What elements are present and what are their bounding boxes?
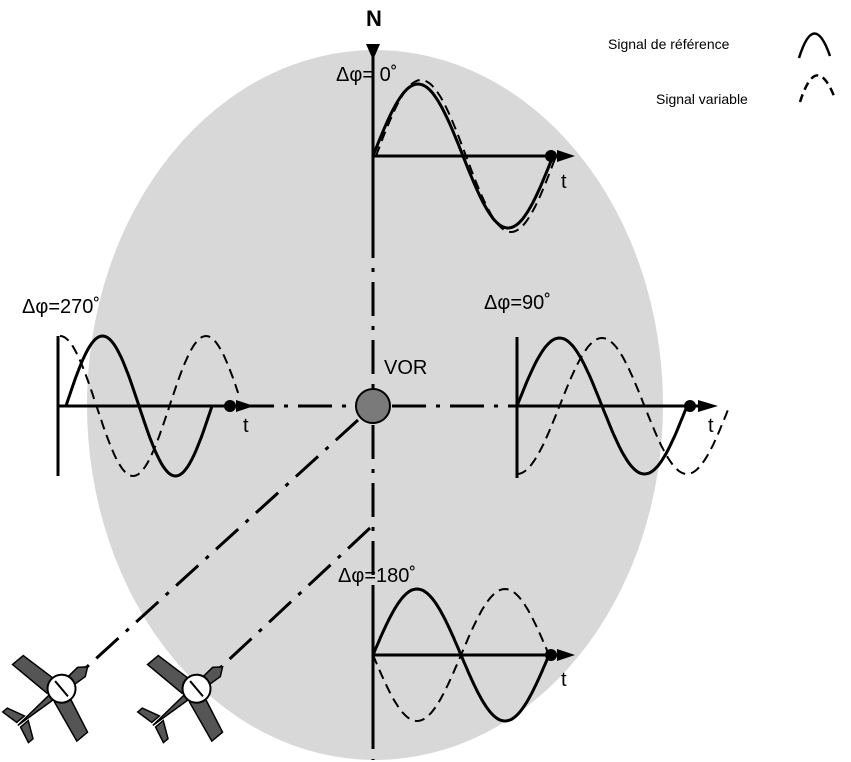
variable-wave: [372, 587, 550, 723]
legend: Signal de référence Signal variable: [608, 32, 836, 107]
variable-wave: [59, 334, 240, 478]
vor-station-icon: [355, 388, 391, 424]
phase-0-graph: t Δφ= 0˚: [336, 64, 575, 234]
reference-wave: [64, 334, 214, 478]
phase-180-graph: t Δφ=180˚: [338, 565, 575, 724]
time-axis-dot: [224, 400, 236, 412]
north-arrow-icon: [366, 44, 380, 60]
aircraft-icon: [1, 654, 89, 744]
legend-variable-label: Signal variable: [656, 91, 748, 107]
time-label: t: [243, 415, 249, 437]
phase-label-270: Δφ=270˚: [22, 296, 100, 318]
aircraft-icon: [136, 654, 224, 744]
variable-wave: [516, 336, 731, 476]
vor-label: VOR: [384, 357, 427, 379]
time-arrow-icon: [698, 400, 718, 412]
phase-label-180: Δφ=180˚: [338, 565, 416, 587]
radial-lines: [76, 418, 372, 677]
legend-variable-swatch: [798, 74, 836, 103]
time-arrow-icon: [557, 649, 575, 661]
phase-90-graph: t Δφ=90˚: [484, 292, 731, 478]
legend-reference-label: Signal de référence: [608, 36, 730, 52]
time-arrow-icon: [557, 150, 575, 162]
legend-reference-swatch: [797, 32, 832, 59]
phase-label-0: Δφ= 0˚: [336, 64, 397, 86]
north-label: N: [366, 6, 382, 31]
time-label: t: [561, 669, 567, 691]
time-label: t: [708, 415, 714, 437]
phase-270-graph: t Δφ=270˚: [22, 296, 254, 478]
time-label: t: [561, 171, 567, 193]
phase-label-90: Δφ=90˚: [484, 292, 551, 314]
variable-wave: [375, 78, 557, 234]
reference-wave: [515, 336, 689, 476]
time-arrow-icon: [236, 400, 254, 412]
